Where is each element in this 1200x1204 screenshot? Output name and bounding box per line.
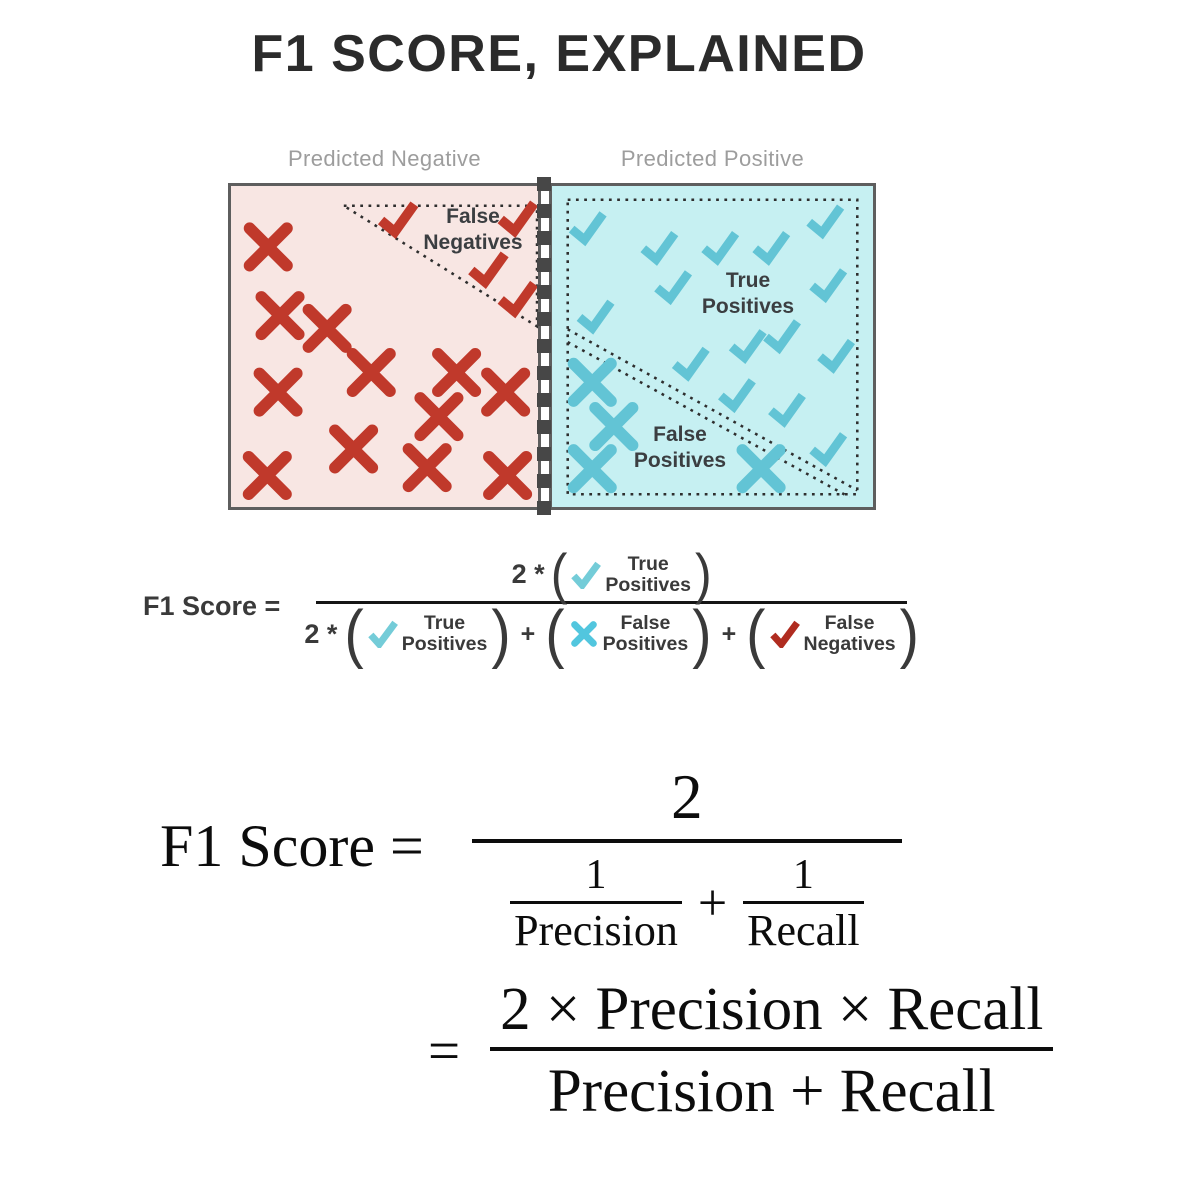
true-positives-term: ( True Positives ) [344,597,511,670]
f1-count-formula: F1 Score = 2 * ( True Positives ) [143,542,919,670]
true-positives-line1: True [725,269,771,292]
fraction-bar [510,900,682,904]
one-over-precision: 1 Precision [510,853,682,955]
predicted-positive-header: Predicted Positive [620,146,805,171]
false-negatives-line2: Negatives [423,231,523,254]
two-times-label: 2 * [511,559,545,589]
check-icon [367,620,398,649]
fraction-bar [316,601,907,604]
harmonic-denominator: 1 Precision + 1 Recall [510,853,864,955]
page-title: F1 SCORE, EXPLAINED [251,25,867,83]
open-paren: ( [746,597,766,670]
false-negatives-line1: False [446,205,500,228]
positive-panel-marks [566,198,859,499]
true-positives-term-label: True Positives [401,612,488,656]
confusion-matrix-diagram: False Negatives True Positives False Pos… [228,177,876,516]
check-icon [769,620,800,649]
false-negatives-label: False Negatives [398,204,548,256]
close-paren: ) [899,597,919,670]
f1-harmonic-mean-formula: F1 Score = 2 1 Precision + 1 Recall [160,758,902,955]
false-negatives-term-label: False Negatives [803,612,896,656]
precision-recall-fraction: 2 × Precision × Recall Precision + Recal… [490,975,1054,1127]
math-formula-lhs: F1 Score = [160,813,424,880]
count-formula-lhs: F1 Score = [143,590,281,621]
false-positives-line1: False [653,423,707,446]
false-positives-label: False Positives [605,422,755,474]
negative-panel-marks [242,200,538,500]
close-paren: ) [694,542,712,606]
true-positives-line2: Positives [701,295,795,318]
two-times-label: 2 * [304,618,338,649]
predicted-negative-panel: False Negatives [228,183,541,510]
f1-precision-recall-formula: = 2 × Precision × Recall Precision + Rec… [428,975,1054,1127]
false-negatives-term: ( False Negatives ) [746,597,919,670]
count-formula-denominator: 2 * ( True Positives ) + ( [304,597,919,670]
fraction-bar [471,838,902,843]
true-positives-term: ( True Positives ) [550,542,712,606]
fraction-bar [743,900,864,904]
false-positives-line2: Positives [633,449,727,472]
pr-numerator: 2 × Precision × Recall [500,976,1044,1043]
true-positives-term-label: True Positives [605,552,691,596]
open-paren: ( [344,597,364,670]
count-formula-fraction: 2 * ( True Positives ) 2 * ( [304,542,919,670]
count-formula-numerator: 2 * ( True Positives ) [511,542,712,606]
close-paren: ) [692,597,712,670]
harmonic-fraction: 2 1 Precision + 1 Recall [471,758,902,955]
false-positives-term-label: False Positives [602,612,689,656]
panel-divider-dashed-line [537,177,551,516]
open-paren: ( [545,597,565,670]
plus-sign: + [721,619,737,648]
equals-sign: = [428,1019,461,1083]
pr-denominator: Precision + Recall [547,1058,996,1126]
true-positives-label: True Positives [673,268,823,320]
one-over-recall: 1 Recall [743,853,864,955]
x-mark-icon [570,621,597,647]
check-icon [571,561,602,589]
plus-sign: + [697,875,728,933]
close-paren: ) [491,597,511,670]
predicted-positive-panel: True Positives False Positives [549,183,876,510]
plus-sign: + [520,619,536,648]
fraction-bar [490,1047,1054,1052]
open-paren: ( [550,542,568,606]
predicted-negative-header: Predicted Negative [287,146,482,171]
harmonic-numerator: 2 [671,762,703,832]
false-positives-term: ( False Positives ) [545,597,712,670]
